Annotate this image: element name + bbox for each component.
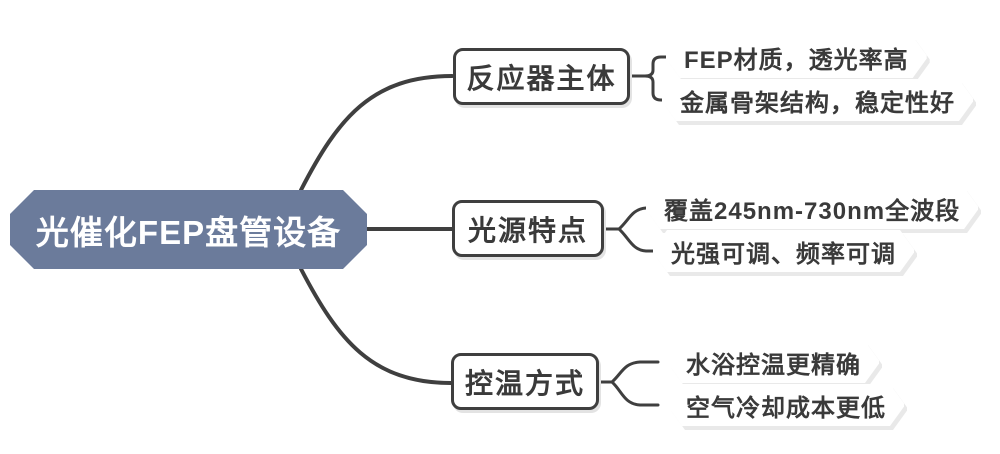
leaf-node-air-cooling: 空气冷却成本更低 [668,384,904,426]
branch-node-light-source: 光源特点 [452,200,604,257]
root-node: 光催化FEP盘管设备 [10,190,367,269]
leaf-node-fep-material: FEP材质，透光率高 [666,36,927,78]
leaf-node-adjustable-light: 光强可调、频率可调 [653,230,914,272]
branch-node-label: 光源特点 [467,214,588,246]
leaf-node-label: 空气冷却成本更低 [686,394,886,422]
leaf-node-label: 光强可调、频率可调 [671,240,896,268]
leaf-node-wavelength-coverage: 覆盖245nm-730nm全波段 [646,187,978,229]
edge-branch1-fork [625,55,672,102]
branch-node-reactor-body: 反应器主体 [453,48,630,105]
leaf-node-label: 水浴控温更精确 [686,351,861,379]
edge-root-branch3 [299,267,453,385]
leaf-node-label: 金属骨架结构，稳定性好 [680,89,955,117]
leaf-node-label: FEP材质，透光率高 [684,46,909,74]
edge-branch3-fork [594,360,660,407]
leaf-node-metal-frame: 金属骨架结构，稳定性好 [662,79,973,121]
branch-node-temp-control: 控温方式 [451,353,599,410]
edge-root-branch1 [299,74,454,192]
branch-node-label: 反应器主体 [466,62,617,94]
root-node-label: 光催化FEP盘管设备 [35,213,342,251]
leaf-node-label: 覆盖245nm-730nm全波段 [664,197,961,225]
branch-node-label: 控温方式 [464,367,585,399]
leaf-node-water-bath: 水浴控温更精确 [668,341,879,383]
